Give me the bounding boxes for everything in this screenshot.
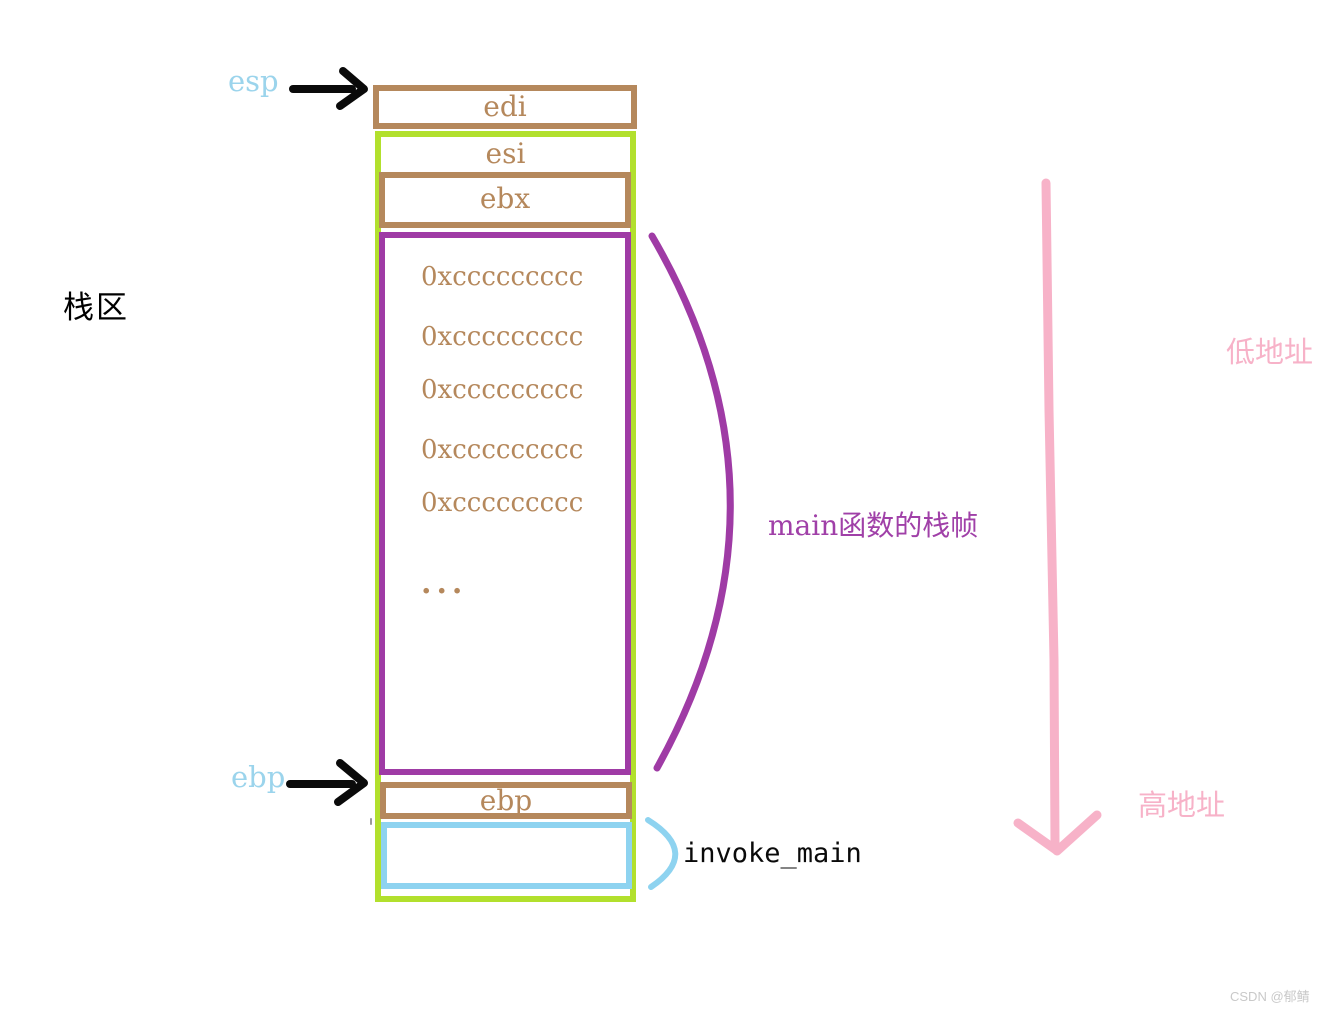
- main-frame-outline: [375, 131, 636, 902]
- high-address-label: 高地址: [1138, 788, 1226, 822]
- esp-pointer-label: esp: [228, 64, 279, 98]
- invoke-main-label: invoke_main: [683, 838, 862, 869]
- stray-mark: [370, 818, 372, 825]
- esp-arrow-icon: [289, 67, 368, 110]
- stack-value: 0xccccccccc: [421, 435, 584, 465]
- invoke-main-cell: [381, 822, 632, 889]
- ebp-cell: ebp: [380, 782, 632, 819]
- stack-value: 0xccccccccc: [421, 262, 584, 292]
- ebp-arrow-icon: [286, 759, 368, 806]
- stack-value: 0xccccccccc: [421, 488, 584, 518]
- esi-cell: esi: [485, 137, 526, 170]
- edi-cell: edi: [373, 85, 637, 129]
- ebx-cell: ebx: [379, 172, 631, 228]
- ebp-pointer-label: ebp: [231, 760, 286, 794]
- main-frame-label: main函数的栈帧: [768, 509, 979, 542]
- stack-value: 0xccccccccc: [421, 375, 584, 405]
- stack-region-label: 栈区: [63, 290, 129, 326]
- main-frame-brace: [648, 232, 734, 772]
- stack-value: 0xccccccccc: [421, 322, 584, 352]
- locals-box: 0xccccccccc 0xccccccccc 0xccccccccc 0xcc…: [379, 232, 631, 775]
- low-address-label: 低地址: [1226, 335, 1314, 369]
- address-direction-arrow-icon: [1013, 178, 1102, 856]
- watermark: CSDN @郁鲭: [1230, 989, 1310, 1004]
- ellipsis: ...: [421, 566, 468, 601]
- invoke-main-brace: [645, 817, 679, 890]
